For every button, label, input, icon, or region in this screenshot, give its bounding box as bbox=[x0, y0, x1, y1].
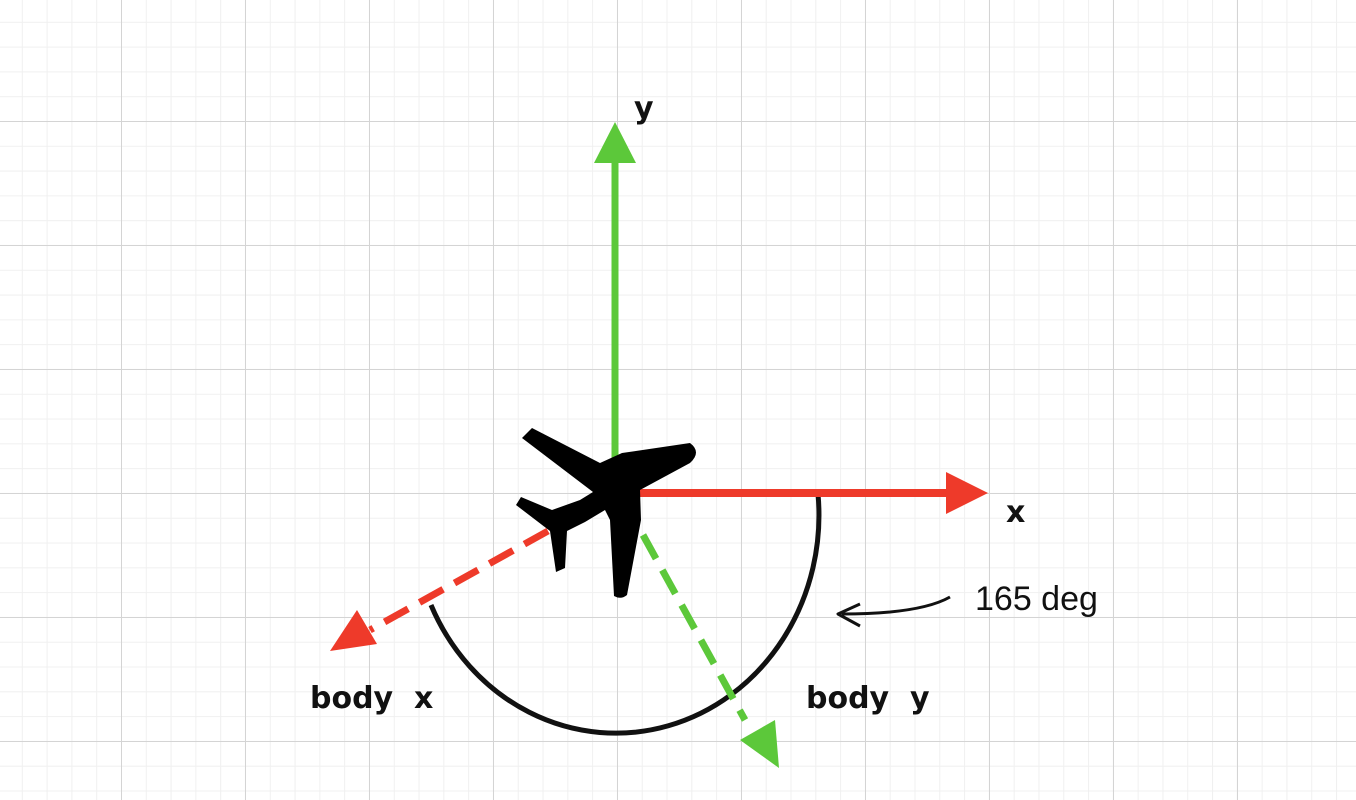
world-x-arrowhead bbox=[946, 472, 988, 514]
angle-pointer-arrowhead bbox=[836, 602, 861, 628]
body-y-arrowhead bbox=[740, 720, 779, 768]
body-x-label: body x bbox=[310, 681, 433, 716]
world-y-label: y bbox=[634, 91, 654, 126]
body-x-arrowhead bbox=[330, 610, 377, 651]
body-x-axis bbox=[368, 527, 550, 634]
world-y-arrowhead bbox=[594, 122, 636, 163]
airplane-icon bbox=[516, 428, 696, 598]
body-y-label: body y bbox=[806, 681, 930, 716]
angle-pointer-line bbox=[841, 595, 951, 616]
rotation-arc bbox=[428, 493, 822, 736]
world-x-label: x bbox=[1006, 495, 1025, 530]
angle-label: 165 deg bbox=[975, 580, 1098, 618]
body-y-axis bbox=[639, 533, 749, 722]
